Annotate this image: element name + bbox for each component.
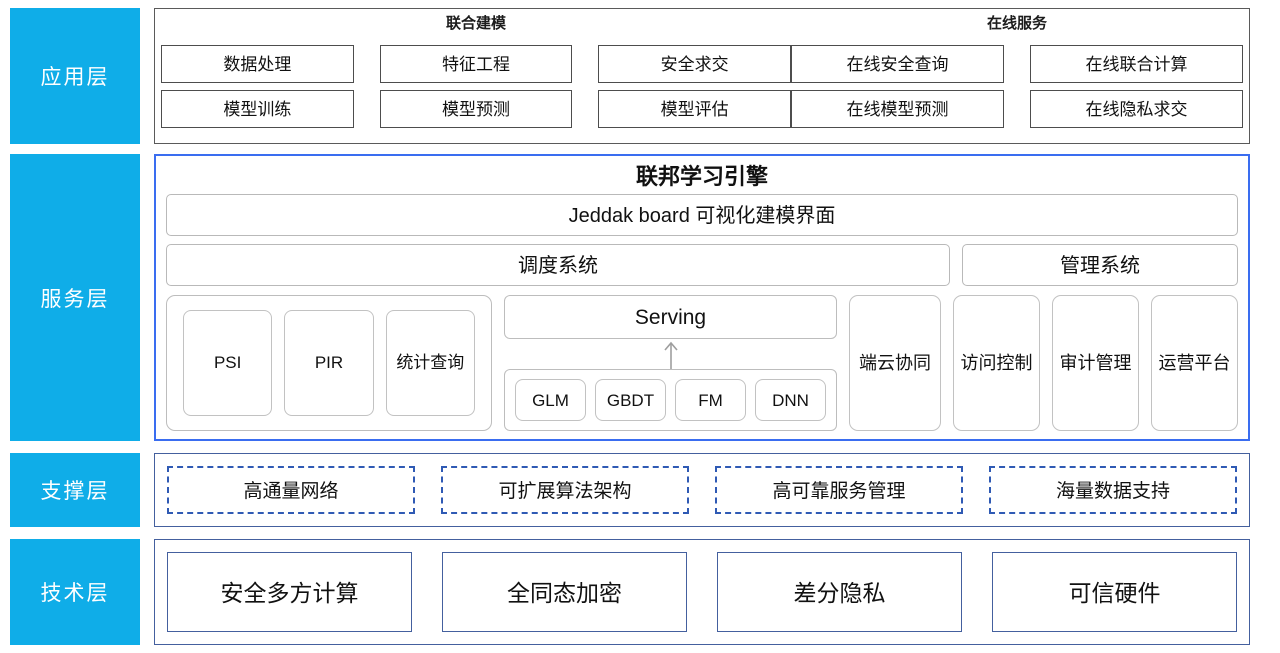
- layer-support: 支撑层 高通量网络 可扩展算法架构 高可靠服务管理 海量数据支持: [10, 453, 1250, 528]
- module-statistical-query[interactable]: 统计查询: [385, 309, 475, 417]
- module-operations-platform[interactable]: 运营平台: [1151, 294, 1238, 432]
- layer-service: 服务层 联邦学习引擎 Jeddak board 可视化建模界面 调度系统 管理系…: [10, 153, 1250, 442]
- app-box-model-evaluation[interactable]: 模型评估: [598, 90, 792, 129]
- online-service-grid: 在线安全查询 在线联合计算 在线模型预测 在线隐私求交: [791, 37, 1243, 137]
- app-box-online-joint-compute[interactable]: 在线联合计算: [1030, 45, 1243, 84]
- service-modules-row: PSI PIR 统计查询 Serving GLM GBDT: [166, 294, 1238, 432]
- joint-modeling-grid: 数据处理 特征工程 安全求交 模型训练 模型预测 模型评估: [161, 37, 792, 137]
- group-title-online-service: 在线服务: [986, 15, 1047, 32]
- app-box-model-prediction[interactable]: 模型预测: [379, 90, 573, 129]
- support-layer-content: 高通量网络 可扩展算法架构 高可靠服务管理 海量数据支持: [154, 453, 1250, 528]
- federated-learning-engine-title: 联邦学习引擎: [635, 163, 768, 189]
- tech-box-trusted-hardware[interactable]: 可信硬件: [992, 552, 1237, 633]
- online-service-row-1: 在线安全查询 在线联合计算: [791, 45, 1243, 84]
- service-layer-content: 联邦学习引擎 Jeddak board 可视化建模界面 调度系统 管理系统 PS…: [154, 153, 1250, 442]
- app-box-secure-intersection[interactable]: 安全求交: [598, 45, 792, 84]
- jeddak-board-bar[interactable]: Jeddak board 可视化建模界面: [166, 193, 1238, 236]
- layer-application: 应用层 联合建模 数据处理 特征工程 安全求交 模型训练 模型预测 模型评估: [10, 8, 1250, 144]
- support-box-scalable-algorithm-architecture[interactable]: 可扩展算法架构: [441, 466, 689, 515]
- service-systems-row: 调度系统 管理系统: [166, 243, 1238, 286]
- serving-bar[interactable]: Serving: [504, 294, 837, 339]
- layer-label-support: 支撑层: [10, 453, 140, 528]
- technology-layer-content: 安全多方计算 全同态加密 差分隐私 可信硬件: [154, 539, 1250, 645]
- model-algorithms-card: GLM GBDT FM DNN: [504, 368, 837, 432]
- application-layer-content: 联合建模 数据处理 特征工程 安全求交 模型训练 模型预测 模型评估 在线服务: [154, 8, 1250, 144]
- app-box-data-processing[interactable]: 数据处理: [161, 45, 354, 84]
- module-access-control[interactable]: 访问控制: [953, 294, 1040, 432]
- layer-technology: 技术层 安全多方计算 全同态加密 差分隐私 可信硬件: [10, 539, 1250, 645]
- module-edge-cloud-collaboration[interactable]: 端云协同: [849, 294, 941, 432]
- serving-arrow: [504, 339, 837, 369]
- layer-label-application: 应用层: [10, 8, 140, 144]
- privacy-compute-card: PSI PIR 统计查询: [166, 294, 492, 432]
- module-audit-management[interactable]: 审计管理: [1052, 294, 1139, 432]
- joint-modeling-row-1: 数据处理 特征工程 安全求交: [161, 45, 792, 84]
- scheduling-system-bar[interactable]: 调度系统: [166, 243, 950, 286]
- module-pir[interactable]: PIR: [284, 309, 374, 417]
- group-online-service: 在线服务 在线安全查询 在线联合计算 在线模型预测 在线隐私求交: [791, 13, 1243, 137]
- model-glm[interactable]: GLM: [515, 379, 586, 422]
- app-box-online-model-prediction[interactable]: 在线模型预测: [791, 90, 1004, 129]
- app-box-feature-engineering[interactable]: 特征工程: [379, 45, 573, 84]
- group-title-joint-modeling: 联合建模: [445, 15, 506, 32]
- support-box-reliable-service-management[interactable]: 高可靠服务管理: [715, 466, 963, 515]
- layer-label-technology: 技术层: [10, 539, 140, 645]
- app-box-online-secure-query[interactable]: 在线安全查询: [791, 45, 1004, 84]
- support-box-massive-data-support[interactable]: 海量数据支持: [989, 466, 1237, 515]
- model-fm[interactable]: FM: [675, 379, 746, 422]
- module-psi[interactable]: PSI: [183, 309, 273, 417]
- model-dnn[interactable]: DNN: [755, 379, 826, 422]
- group-joint-modeling: 联合建模 数据处理 特征工程 安全求交 模型训练 模型预测 模型评估: [161, 13, 792, 137]
- management-system-bar[interactable]: 管理系统: [962, 243, 1238, 286]
- support-box-high-throughput-network[interactable]: 高通量网络: [167, 466, 415, 515]
- tech-box-secure-multiparty-computation[interactable]: 安全多方计算: [167, 552, 412, 633]
- serving-column: Serving GLM GBDT FM DNN: [504, 294, 837, 432]
- online-service-row-2: 在线模型预测 在线隐私求交: [791, 90, 1243, 129]
- tech-box-fully-homomorphic-encryption[interactable]: 全同态加密: [442, 552, 687, 633]
- app-box-model-training[interactable]: 模型训练: [161, 90, 354, 129]
- model-gbdt[interactable]: GBDT: [595, 379, 666, 422]
- app-box-online-private-intersection[interactable]: 在线隐私求交: [1030, 90, 1243, 129]
- joint-modeling-row-2: 模型训练 模型预测 模型评估: [161, 90, 792, 129]
- tech-box-differential-privacy[interactable]: 差分隐私: [717, 552, 962, 633]
- layer-label-service: 服务层: [10, 153, 140, 442]
